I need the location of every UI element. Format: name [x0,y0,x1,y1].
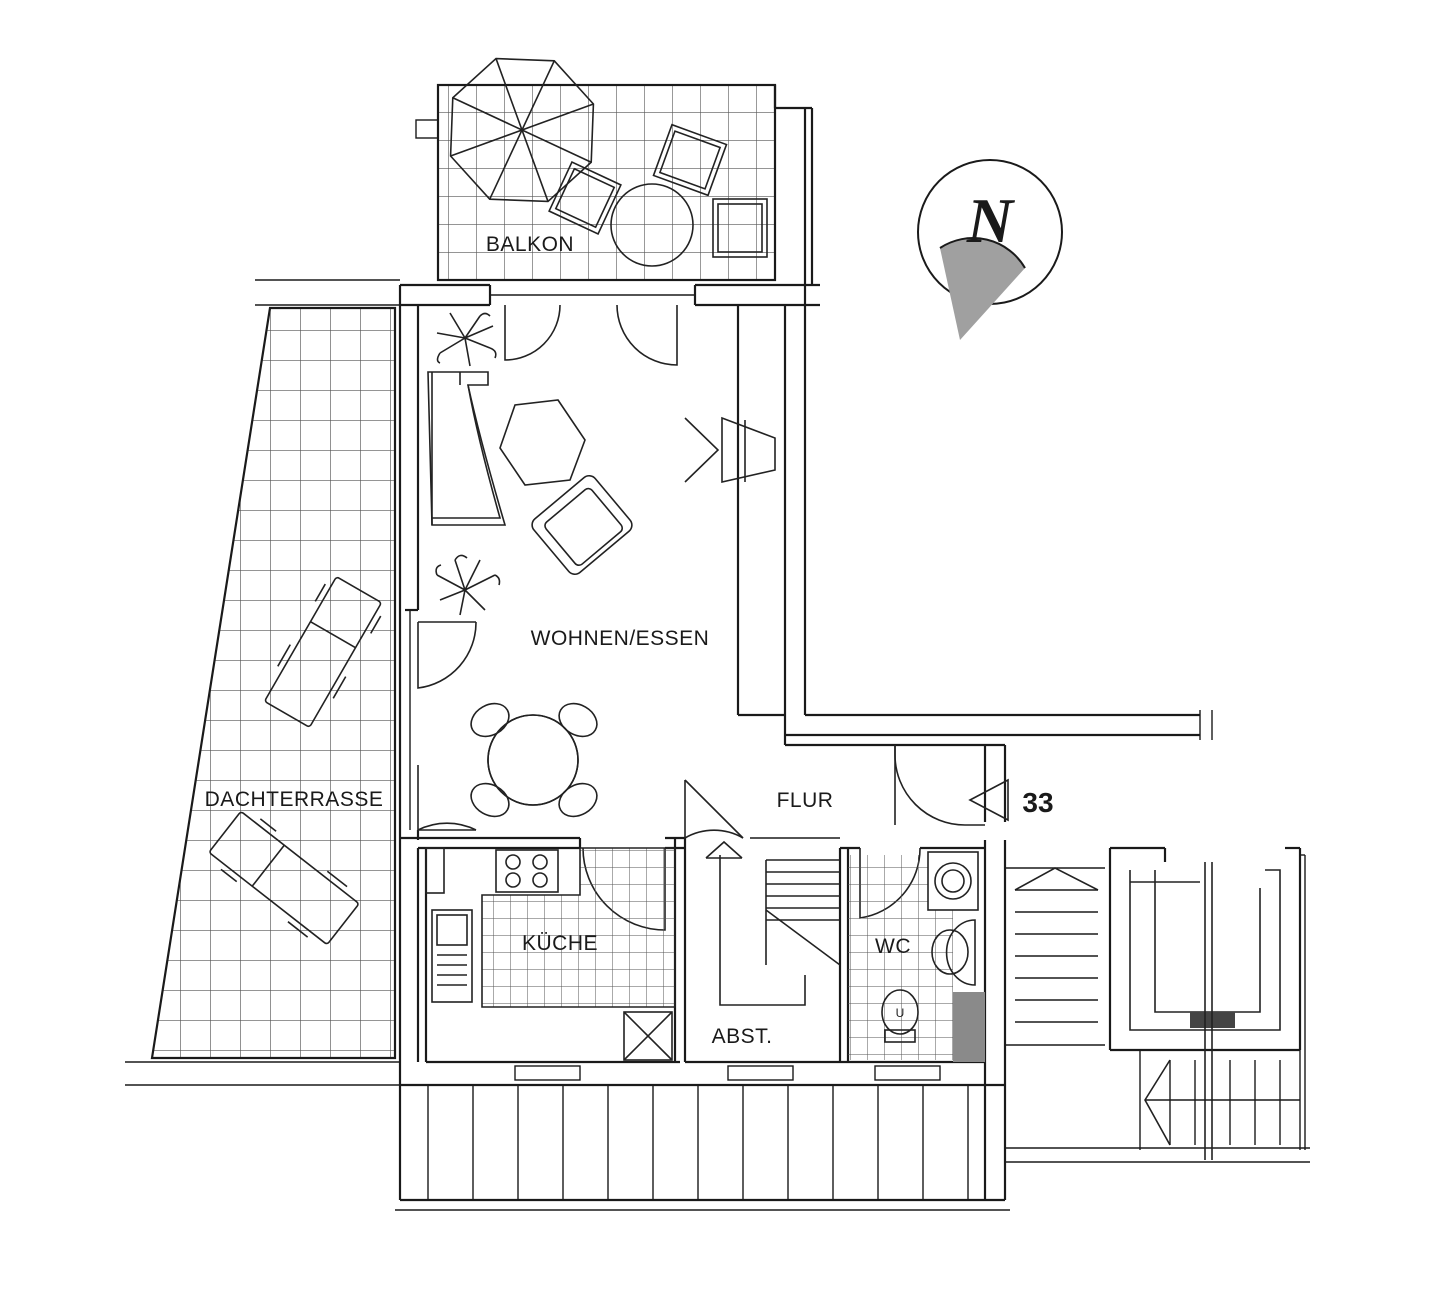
label-wohnen-essen: WOHNEN/ESSEN [531,627,710,650]
chair-icon [652,123,728,197]
dining-table-icon [470,702,598,818]
label-balkon: BALKON [486,233,574,256]
toilet-letter: U [896,1006,905,1020]
label-flur: FLUR [777,789,834,812]
plant-icon [435,554,501,616]
lounge-chair-icon [264,576,382,728]
balcony-table-icon [610,183,694,267]
unit-number: 33 [1022,787,1053,818]
coffee-table-icon [499,399,586,486]
stairs [705,840,841,1006]
attic-rafters [427,1065,969,1200]
desk-icon [684,416,776,484]
neighbour-stairwell [1005,846,1310,1163]
chair-icon [712,198,768,258]
chair-icon [548,161,622,235]
plant-icon [436,312,497,367]
lounge-chair-icon [209,811,359,945]
label-dachterrasse: DACHTERRASSE [205,788,384,811]
label-abst: ABST. [712,1025,773,1048]
roof-terrace [125,279,400,1086]
label-kueche: KÜCHE [522,932,598,955]
doors [417,304,985,931]
wc-room: U [848,851,985,1062]
exterior-walls [395,108,1213,1211]
sofa-icon [427,371,507,526]
kitchen [425,847,676,1061]
balcony [415,83,814,285]
parasol-icon [449,57,595,203]
north-letter: N [966,185,1016,256]
north-arrow-icon: N [917,159,1063,340]
entrance-marker-icon [968,778,1009,822]
label-wc: WC [875,935,911,958]
armchair-icon [531,474,633,576]
